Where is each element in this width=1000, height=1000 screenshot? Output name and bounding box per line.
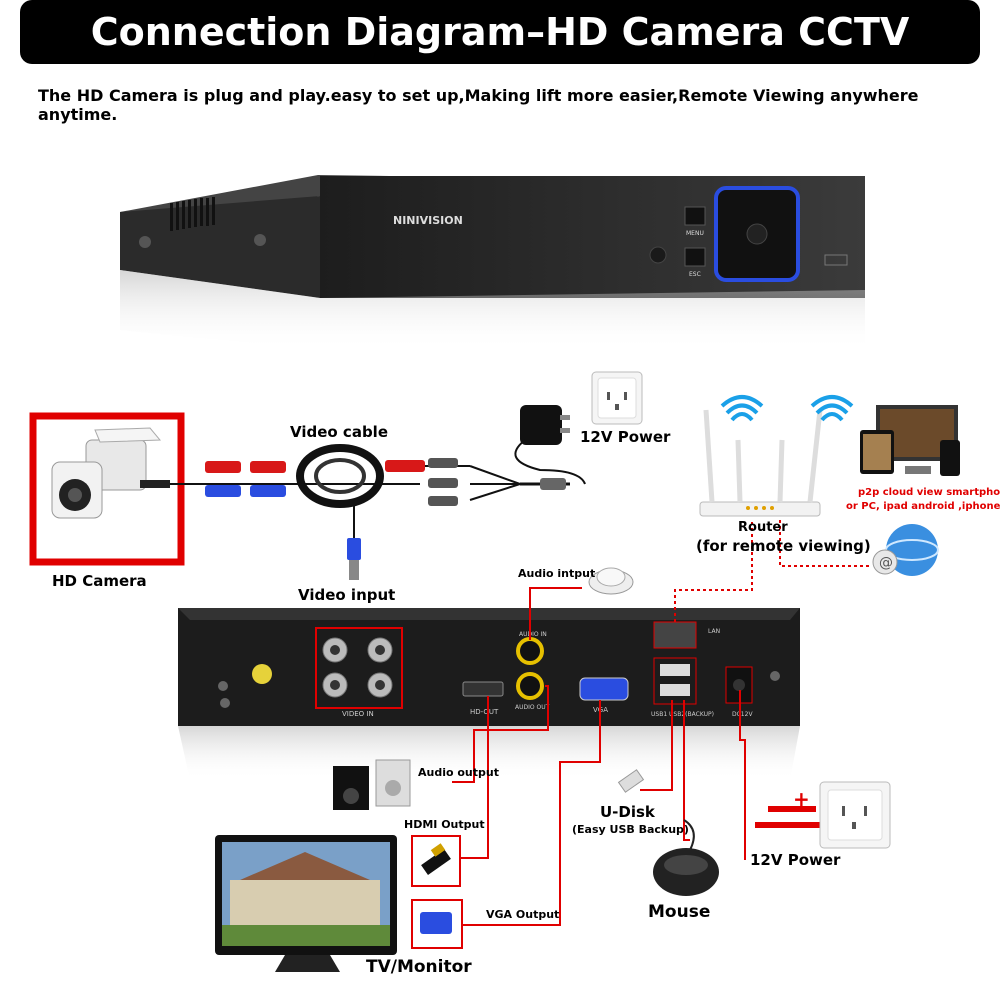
subtitle: The HD Camera is plug and play.easy to s… [38, 86, 919, 124]
devices-icon [860, 405, 960, 476]
cable-reel-icon [296, 444, 384, 580]
router-label: Router [738, 520, 788, 535]
dvr-brand: NINIVISION [393, 214, 463, 227]
tv-monitor-label: TV/Monitor [366, 957, 472, 977]
audio-input-label: Audio intput [518, 567, 596, 580]
wall-socket-icon [591, 371, 643, 425]
lan-port-label: LAN [708, 628, 720, 635]
mouse-label: Mouse [648, 902, 711, 922]
usb-disk-icon [617, 769, 645, 793]
wifi-icon [720, 395, 854, 422]
dvr-front-unit [120, 175, 865, 350]
dvr-menu-label: MENU [686, 230, 704, 237]
svg-text:+: + [793, 787, 810, 811]
internet-globe-icon: @ [872, 524, 939, 576]
udisk-label: U-Disk [600, 803, 655, 821]
vga-output-label: VGA Output [486, 908, 560, 921]
hdout-port-label: HD-OUT [470, 708, 499, 716]
audio-out-port-label: AUDIO OUT [515, 704, 550, 711]
router-sub-label: (for remote viewing) [696, 537, 871, 555]
mouse-icon [653, 819, 719, 896]
power-12v-top-label: 12V Power [580, 428, 671, 446]
dc-port-label: DC12V [732, 711, 753, 718]
hd-camera-label: HD Camera [52, 572, 147, 590]
camera-icon [51, 427, 170, 519]
usb-port-label: USB1 USB2(BACKUP) [651, 711, 714, 718]
hdmi-plug-icon [411, 835, 461, 887]
audio-output-label: Audio output [418, 766, 499, 779]
video-cable [170, 458, 570, 506]
p2p-label-line2: or PC, ipad android ,iphone. [846, 501, 1000, 512]
svg-text:@: @ [879, 555, 893, 571]
video-input-label: Video input [298, 586, 396, 604]
power-12v-bottom-label: 12V Power [750, 851, 841, 869]
video-cable-label: Video cable [290, 423, 388, 441]
wall-socket-bottom-icon [819, 781, 891, 849]
router-icon [699, 409, 823, 517]
microphone-icon [588, 567, 634, 595]
speaker-icon [333, 759, 411, 810]
connection-lines [452, 520, 870, 926]
battery-symbol-icon: + [755, 787, 827, 828]
page-title: Connection Diagram–HD Camera CCTV System [20, 0, 980, 118]
audio-in-port-label: AUDIO IN [519, 631, 547, 638]
hdmi-output-label: HDMI Output [404, 818, 485, 831]
video-in-port-label: VIDEO IN [342, 710, 374, 718]
p2p-label-line1: p2p cloud view smartphone [858, 487, 1000, 498]
udisk-sub-label: (Easy USB Backup) [572, 823, 689, 836]
monitor-icon [215, 835, 397, 972]
camera-highlight-box [29, 412, 185, 566]
vga-plug-icon [411, 899, 463, 949]
dvr-esc-label: ESC [689, 271, 701, 278]
power-adapter-icon [514, 405, 586, 485]
